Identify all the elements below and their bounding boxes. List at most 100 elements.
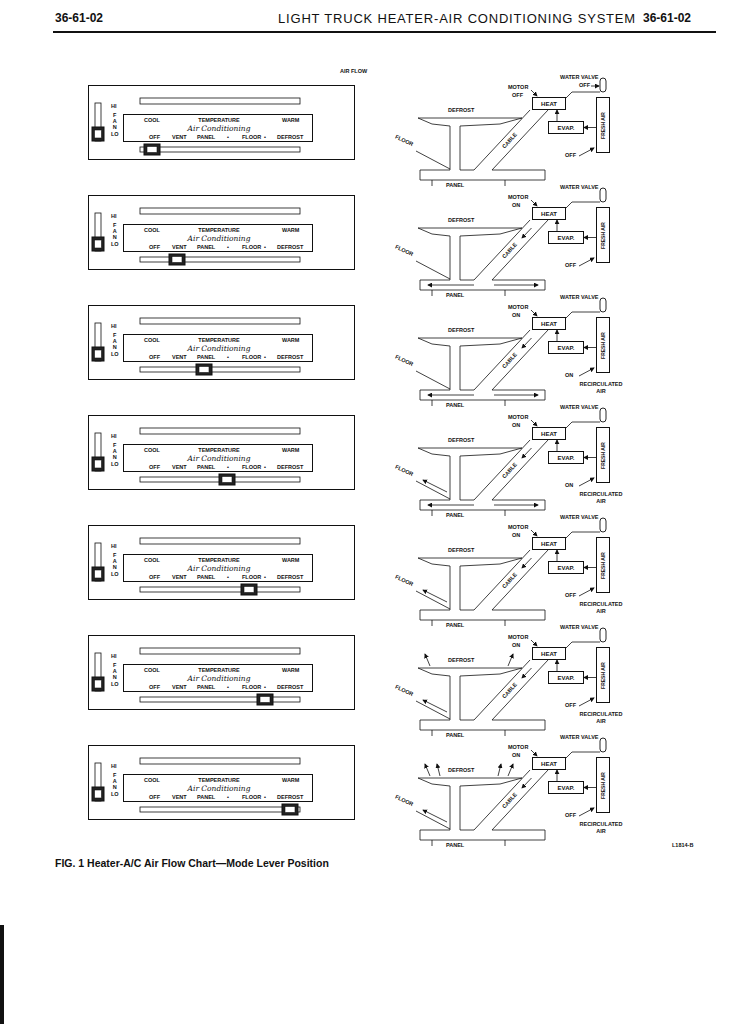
- mode-knob: [169, 254, 185, 265]
- outlet-label: FLOOR: [394, 134, 414, 147]
- state-label: ON: [512, 313, 520, 319]
- scale-label: FLOOR: [242, 575, 261, 581]
- defrost-duct: [418, 668, 450, 720]
- panel-duct: [420, 390, 450, 391]
- water-valve: [600, 738, 606, 752]
- state-label: OFF: [565, 263, 576, 269]
- part-label: CABLE: [502, 352, 519, 370]
- panel-duct: [545, 170, 546, 180]
- fan-label: HI: [111, 324, 117, 330]
- main-duct: [474, 110, 530, 170]
- scale-label: VENT: [172, 355, 187, 361]
- mode-knob-face: [285, 807, 295, 813]
- floor-outlet: [416, 151, 450, 169]
- outlet-label: DEFROST: [448, 218, 474, 224]
- fan-slot: [95, 323, 101, 361]
- panel-duct: [460, 610, 474, 611]
- panel-outlet: [505, 620, 506, 626]
- part-label: CABLE: [502, 682, 519, 700]
- fan-knob-face: [95, 680, 102, 688]
- panel-duct: [420, 500, 421, 510]
- fan-label: FAN: [112, 442, 118, 460]
- leader-arrow: [531, 200, 537, 206]
- outlet-label: FLOOR: [394, 354, 414, 367]
- fresh-air-duct: FRESH AIR: [596, 207, 610, 263]
- state-label: OFF: [579, 83, 590, 89]
- defrost-duct: [418, 228, 450, 280]
- scale-label: TEMPERATURE: [198, 668, 239, 674]
- fresh-air-duct: FRESH AIR: [596, 647, 610, 703]
- scale-label: TEMPERATURE: [198, 338, 239, 344]
- mode-scale-box: COOLTEMPERATUREWARMAir ConditioningOFFVE…: [123, 664, 313, 692]
- control-panel: HIFANLOCOOLTEMPERATUREWARMAir Conditioni…: [88, 415, 355, 490]
- airflow-arrow: [423, 810, 447, 822]
- panel-outlet: [505, 510, 506, 516]
- panel-duct: [492, 170, 545, 171]
- scale-label: OFF: [149, 245, 160, 251]
- airflow-connector: [584, 127, 596, 128]
- airflow-arrow: [494, 285, 538, 286]
- fan-label: FAN: [112, 772, 118, 790]
- water-valve: [600, 408, 606, 422]
- mode-knob-face: [172, 257, 182, 263]
- floor-outlet: [416, 371, 450, 389]
- scale-label: PANEL: [197, 135, 215, 141]
- fan-knob: [92, 567, 104, 581]
- panel-duct: [420, 390, 421, 400]
- panel-duct: [460, 720, 474, 721]
- temperature-slot: [140, 208, 300, 214]
- heater-core: HEAT: [532, 537, 566, 550]
- outlet-label: PANEL: [446, 843, 464, 849]
- part-label: WATER VALVE: [560, 515, 599, 521]
- airflow-connector: [584, 347, 596, 348]
- scale-label: FLOOR: [242, 245, 261, 251]
- scale-label: •: [227, 575, 229, 581]
- main-duct: [474, 770, 530, 830]
- row-illustration: [92, 518, 606, 626]
- scale-label: COOL: [144, 558, 160, 564]
- part-label: MOTOR: [508, 195, 528, 201]
- scale-label: WARM: [282, 558, 299, 564]
- part-label: MOTOR: [508, 635, 528, 641]
- part-label: HEAT: [541, 761, 557, 767]
- scale-label: FLOOR: [242, 465, 261, 471]
- panel-duct: [545, 610, 546, 620]
- fan-knob-face: [95, 460, 102, 468]
- defrost-duct: [460, 118, 522, 170]
- scale-label: •: [227, 465, 229, 471]
- panel-duct: [420, 730, 545, 731]
- fan-label: HI: [111, 434, 117, 440]
- part-label: WATER VALVE: [560, 625, 599, 631]
- evaporator: EVAP.: [548, 671, 584, 684]
- outlet-label: DEFROST: [448, 438, 474, 444]
- scale-label: COOL: [144, 778, 160, 784]
- scale-label: COOL: [144, 448, 160, 454]
- heater-core: HEAT: [532, 427, 566, 440]
- scale-label: PANEL: [197, 355, 215, 361]
- panel-duct: [420, 500, 450, 501]
- mode-slot: [140, 587, 300, 592]
- panel-outlet: [432, 400, 433, 406]
- evaporator: EVAP.: [548, 561, 584, 574]
- evaporator: EVAP.: [548, 121, 584, 134]
- scan-edge: [0, 925, 4, 1024]
- scale-label: DEFROST: [277, 575, 303, 581]
- heater-hose: [566, 642, 600, 648]
- scale-label: PANEL: [197, 685, 215, 691]
- fan-knob-face: [95, 570, 102, 578]
- part-label: FRESH AIR: [601, 222, 606, 249]
- fan-knob-face: [95, 130, 102, 138]
- part-label: WATER VALVE: [560, 75, 599, 81]
- fan-knob: [92, 787, 104, 801]
- water-valve: [600, 298, 606, 312]
- temperature-slot: [140, 98, 300, 104]
- part-label: CABLE: [502, 462, 519, 480]
- scale-label: VENT: [172, 575, 187, 581]
- panel-outlet: [505, 730, 506, 736]
- part-label: FRESH AIR: [601, 112, 606, 139]
- scale-label: •: [264, 465, 266, 471]
- defrost-duct: [418, 118, 522, 119]
- part-label: FRESH AIR: [601, 662, 606, 689]
- scale-label: WARM: [282, 338, 299, 344]
